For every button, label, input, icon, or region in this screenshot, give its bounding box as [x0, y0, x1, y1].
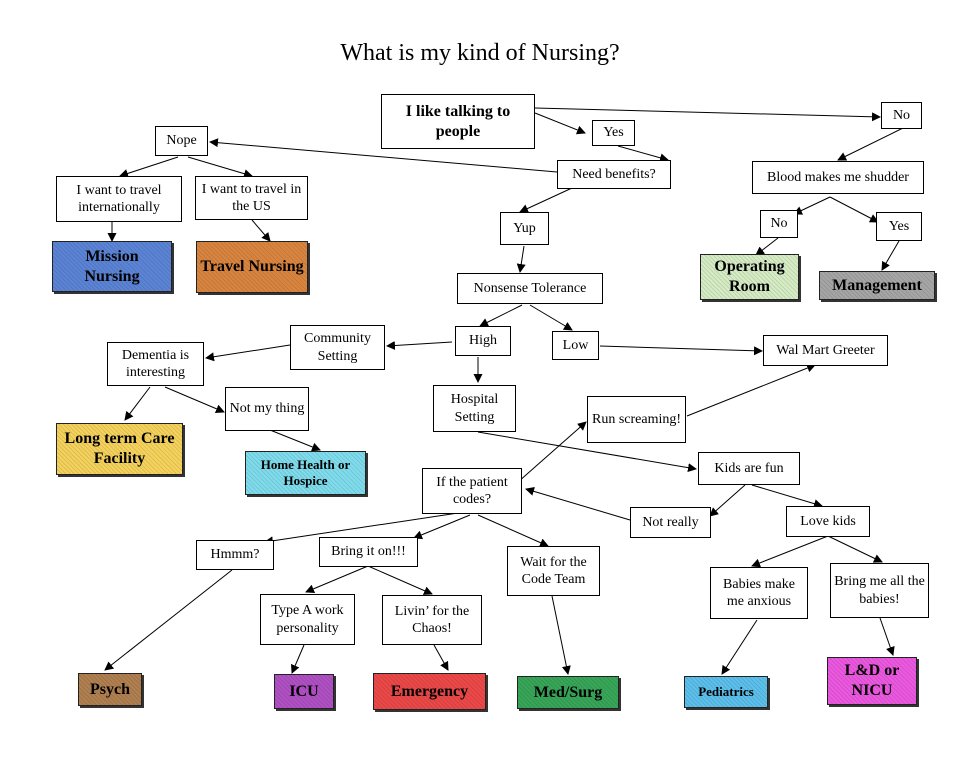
arrow-dementia-ltc	[124, 386, 151, 421]
node-yes-2: Yes	[876, 212, 922, 241]
node-high: High	[455, 326, 511, 356]
node-love-kids: Love kids	[786, 506, 870, 537]
node-dementia: Dementia is interesting	[107, 342, 204, 386]
node-babies-anxious: Babies make me anxious	[710, 567, 808, 619]
result-travel-nursing: Travel Nursing	[196, 241, 308, 293]
node-hmmm: Hmmm?	[196, 540, 274, 570]
node-community: Community Setting	[290, 325, 385, 370]
arrow-notmything-homehealth	[269, 429, 321, 452]
arrow-dementia-notmything	[164, 386, 225, 414]
arrow-blood-yes	[829, 196, 879, 223]
arrow-no-or	[755, 237, 779, 256]
node-blood: Blood makes me shudder	[752, 161, 924, 194]
arrow-babiesanx-pediatrics	[721, 619, 758, 675]
node-nonsense: Nonsense Tolerance	[457, 273, 603, 304]
node-run-screaming: Run screaming!	[587, 396, 686, 443]
arrow-low-walmart	[599, 345, 763, 356]
arrow-yes-management	[881, 240, 900, 271]
result-mission-nursing: Mission Nursing	[52, 241, 172, 292]
node-not-really: Not really	[630, 507, 711, 538]
result-long-term-care: Long term Care Facility	[56, 423, 183, 475]
node-no-2: No	[760, 210, 798, 238]
result-management: Management	[819, 271, 935, 300]
arrow-us-travel	[251, 219, 271, 242]
node-travel-intl: I want to travel internationally	[56, 176, 182, 222]
node-yup: Yup	[500, 212, 549, 245]
result-icu: ICU	[274, 674, 334, 709]
arrow-bringit-chaos	[367, 565, 433, 595]
node-walmart: Wal Mart Greeter	[763, 335, 888, 366]
node-hospital: Hospital Setting	[433, 385, 516, 432]
node-benefits: Need benefits?	[557, 160, 671, 189]
arrow-blood-no	[793, 196, 831, 215]
result-pediatrics: Pediatrics	[684, 676, 768, 708]
node-kids-fun: Kids are fun	[698, 452, 800, 485]
arrow-hmmm-psych	[104, 569, 233, 671]
node-wait-code-team: Wait for the Code Team	[507, 546, 600, 596]
node-talking: I like talking to people	[381, 94, 535, 149]
node-codes: If the patient codes?	[422, 468, 522, 514]
result-ld-nicu: L&D or NICU	[827, 657, 917, 705]
arrow-chaos-emergency	[433, 644, 449, 671]
arrow-nope-us	[187, 156, 253, 179]
result-home-health-hospice: Home Health or Hospice	[245, 451, 366, 495]
node-type-a: Type A work personality	[260, 594, 355, 645]
node-bring-babies: Bring me all the babies!	[830, 563, 929, 618]
node-no-1: No	[881, 102, 922, 129]
arrow-bringbabies-ldnicu	[879, 617, 895, 656]
node-nope: Nope	[155, 126, 208, 156]
arrow-notreally-codes	[525, 486, 631, 521]
arrow-benefits-yup	[519, 187, 573, 213]
arrow-lovekids-babiesanx	[751, 535, 829, 568]
arrow-bringit-typea	[305, 565, 369, 594]
arrow-typea-icu	[291, 644, 305, 674]
arrow-waitcode-medsurg	[551, 595, 571, 675]
arrow-lovekids-bringbabies	[827, 535, 883, 563]
result-psych: Psych	[78, 673, 142, 706]
arrow-kidsfun-lovekids	[751, 484, 823, 509]
node-not-my-thing: Not my thing	[225, 387, 309, 431]
arrow-codes-run	[517, 421, 587, 483]
diagram-title: What is my kind of Nursing?	[340, 40, 620, 66]
arrow-community-dementia	[205, 344, 291, 362]
result-emergency: Emergency	[373, 673, 486, 710]
arrow-yes-benefits	[617, 145, 669, 163]
arrow-talking-yes	[534, 112, 586, 135]
node-bring-it-on: Bring it on!!!	[319, 537, 418, 567]
node-yes-1: Yes	[592, 120, 635, 146]
arrow-codes-waitcode	[477, 514, 549, 547]
arrow-talking-no	[534, 107, 881, 122]
arrow-high-community	[386, 341, 453, 351]
node-low: Low	[552, 331, 599, 360]
arrow-yup-nonsense	[516, 245, 526, 273]
arrow-no-blood	[837, 127, 904, 161]
node-travel-us: I want to travel in the US	[195, 176, 308, 220]
result-med-surg: Med/Surg	[517, 676, 619, 709]
result-operating-room: Operating Room	[700, 254, 799, 300]
arrow-nonsense-low	[529, 304, 573, 331]
arrow-nonsense-high	[479, 304, 523, 327]
arrow-run-walmart	[686, 363, 816, 417]
node-chaos: Livin’ for the Chaos!	[382, 595, 482, 645]
arrow-nope-intl	[119, 156, 179, 178]
arrow-codes-bringit	[413, 514, 471, 540]
arrow-kidsfun-notreally	[709, 484, 746, 517]
